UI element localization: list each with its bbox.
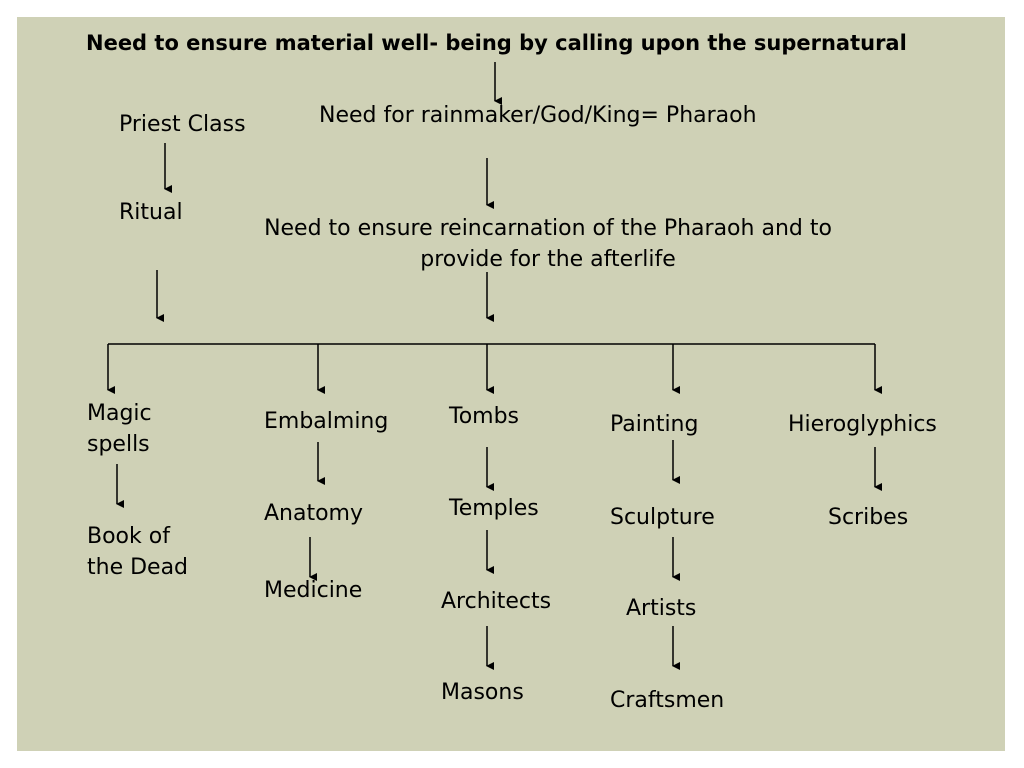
artists-node: Artists — [626, 596, 697, 621]
anatomy-node: Anatomy — [264, 501, 364, 526]
diagram-title: Need to ensure material well- being by c… — [86, 31, 907, 55]
scribes-node: Scribes — [828, 505, 909, 530]
hieroglyphics-node: Hieroglyphics — [788, 412, 937, 437]
craftsmen-node: Craftsmen — [610, 688, 725, 713]
priest-class-node: Priest Class — [119, 112, 246, 137]
pharaoh-node: Need for rainmaker/God/King= Pharaoh — [319, 103, 757, 128]
book-of-the-dead-node: Book of the Dead — [87, 524, 189, 580]
masons-node: Masons — [441, 680, 524, 705]
ritual-node: Ritual — [119, 200, 183, 225]
sculpture-node: Sculpture — [610, 505, 715, 530]
temples-node: Temples — [449, 496, 539, 521]
embalming-node: Embalming — [264, 409, 389, 434]
reincarnation-node: Need to ensure reincarnation of the Phar… — [264, 216, 832, 272]
magic-spells-node: Magic spells — [87, 401, 152, 457]
architects-node: Architects — [441, 589, 552, 614]
slide-background — [17, 17, 1005, 751]
painting-node: Painting — [610, 412, 699, 437]
medicine-node: Medicine — [264, 578, 363, 603]
tombs-node: Tombs — [449, 404, 520, 429]
